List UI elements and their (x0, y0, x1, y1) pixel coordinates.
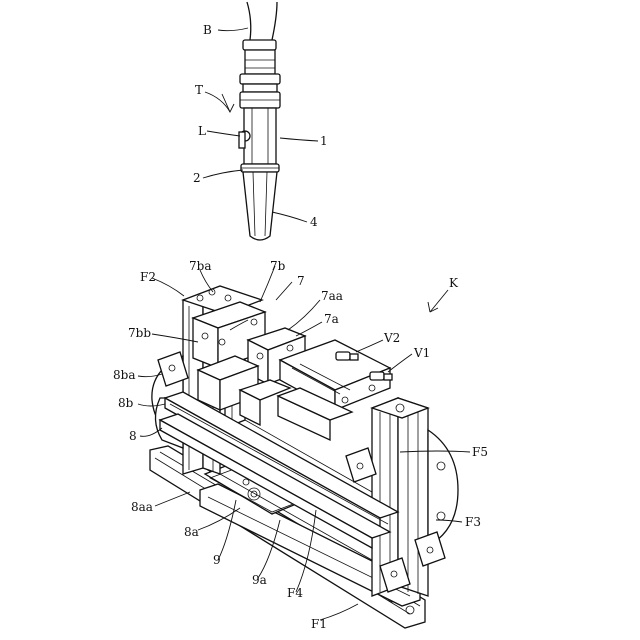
label-2: 2 (193, 171, 201, 185)
label-7: 7 (297, 274, 305, 288)
label-F3: F3 (465, 515, 481, 529)
label-8: 8 (129, 429, 137, 443)
label-8b: 8b (118, 396, 134, 410)
label-L: L (198, 124, 206, 138)
label-F2: F2 (140, 270, 156, 284)
label-4: 4 (310, 215, 318, 229)
label-1: 1 (320, 134, 328, 148)
label-8aa: 8aa (131, 500, 153, 514)
label-7ba: 7ba (189, 259, 211, 273)
label-T: T (195, 83, 203, 97)
label-F5: F5 (472, 445, 488, 459)
label-K: K (449, 276, 459, 290)
label-7a: 7a (324, 312, 339, 326)
label-8a: 8a (184, 525, 199, 539)
label-V1: V1 (413, 346, 430, 360)
label-V2: V2 (383, 331, 400, 345)
label-9a: 9a (252, 573, 267, 587)
label-F4: F4 (287, 586, 303, 600)
label-7aa: 7aa (321, 289, 343, 303)
label-7b: 7b (270, 259, 286, 273)
tool-holder-drawing (239, 2, 280, 240)
label-7bb: 7bb (128, 326, 151, 340)
label-F1: F1 (311, 617, 327, 631)
label-9: 9 (213, 553, 221, 567)
label-B: B (203, 23, 212, 37)
label-8ba: 8ba (113, 368, 135, 382)
tool-magazine-drawing (150, 286, 458, 628)
